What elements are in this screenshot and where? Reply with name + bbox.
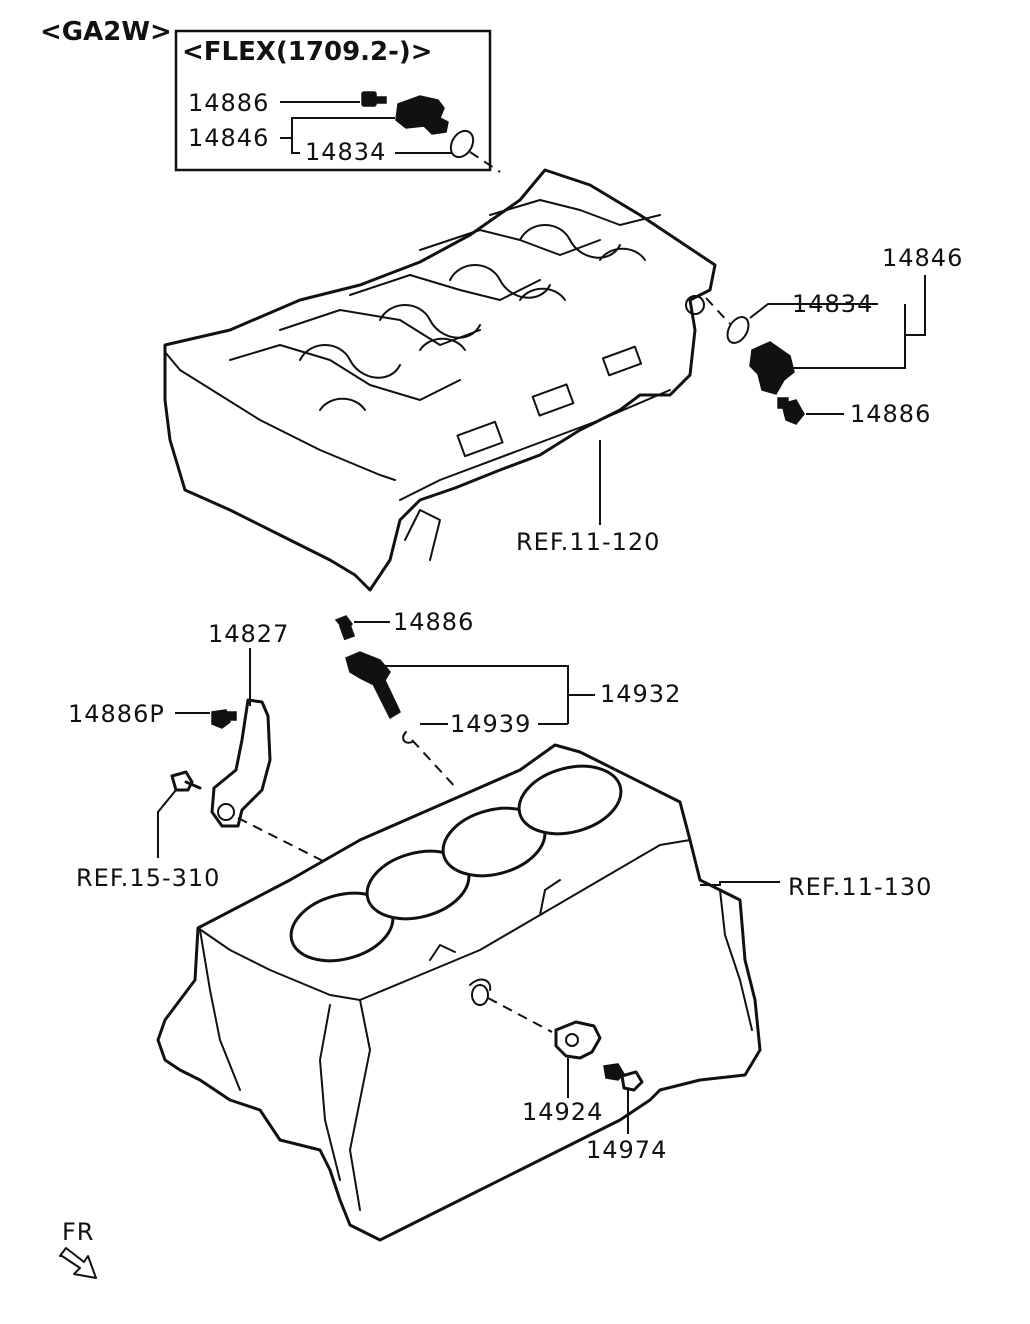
part-label-14886-mid[interactable]: 14886 (393, 608, 474, 636)
left-leader-lines (157, 648, 251, 858)
part-label-14886-inset[interactable]: 14886 (188, 89, 269, 117)
ref-label-15-310[interactable]: REF.15-310 (76, 864, 220, 892)
part-label-14846-right[interactable]: 14846 (882, 244, 963, 272)
mid-leader-lines (354, 621, 595, 725)
part-label-14846-inset[interactable]: 14846 (188, 124, 269, 152)
part-label-14974[interactable]: 14974 (586, 1136, 667, 1164)
part-label-14932[interactable]: 14932 (600, 680, 681, 708)
crank-sensor-dashed-line (411, 739, 459, 791)
crank-sensor-icon (334, 615, 413, 744)
cam-sensor-right-icon (726, 316, 805, 425)
inset-cam-sensor-icon (361, 91, 475, 159)
flex-label: <FLEX(1709.2-)> (182, 37, 433, 67)
part-label-14827[interactable]: 14827 (208, 620, 289, 648)
leader-ref-11-130 (700, 881, 780, 886)
part-label-14924[interactable]: 14924 (522, 1098, 603, 1126)
cylinder-bores (289, 764, 623, 963)
inset-leader-lines (280, 101, 452, 154)
right-sensor-dashed-line (705, 297, 731, 325)
bracket-14827-icon (170, 698, 272, 828)
right-leader-lines (599, 275, 926, 525)
knock-sensor-icon (554, 1020, 644, 1092)
model-code-label: <GA2W> (40, 17, 172, 47)
cylinder-head-drawing (163, 168, 717, 592)
bracket-dashed-line (237, 817, 326, 863)
ref-label-11-130[interactable]: REF.11-130 (788, 873, 932, 901)
ref-label-11-120[interactable]: REF.11-120 (516, 528, 660, 556)
knock-leader-lines (567, 1058, 629, 1134)
part-label-14834-inset[interactable]: 14834 (305, 138, 386, 166)
inset-ref-dashed-line (469, 151, 501, 173)
part-label-14834-right[interactable]: 14834 (792, 290, 873, 318)
part-label-14886-right[interactable]: 14886 (850, 400, 931, 428)
flex-inset-box (174, 29, 492, 172)
front-arrow-icon (59, 1247, 97, 1279)
part-label-14886P[interactable]: 14886P (68, 700, 165, 728)
knock-sensor-dashed-line (487, 997, 553, 1033)
part-label-14939[interactable]: 14939 (450, 710, 531, 738)
front-direction-label: FR (62, 1218, 94, 1246)
cylinder-block-drawing (156, 743, 762, 1242)
